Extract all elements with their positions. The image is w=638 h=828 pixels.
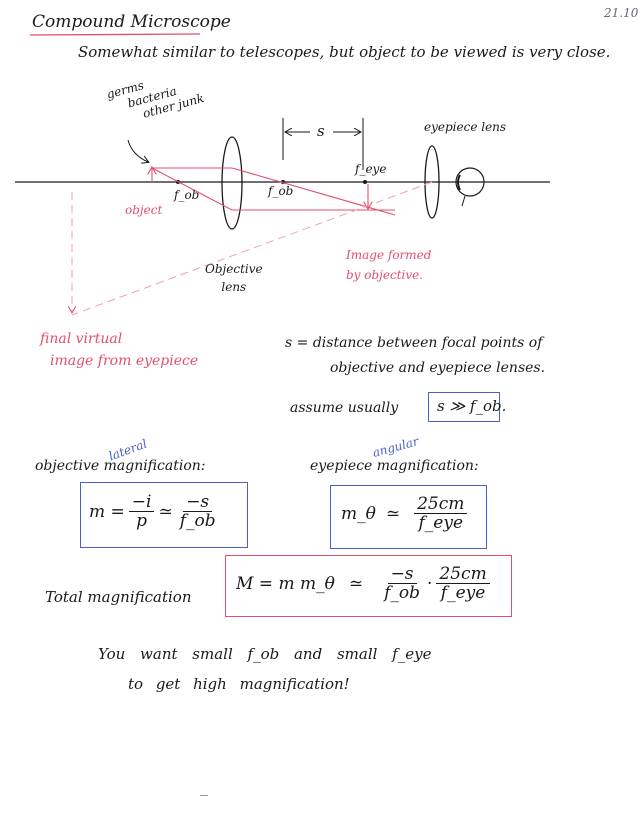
numerator: 25cm [414, 495, 468, 514]
date: 21.10 [604, 6, 638, 20]
denominator: p [136, 511, 148, 531]
specimen-arrow [127, 139, 148, 162]
page-title: Compound Microscope [32, 12, 231, 32]
approx-sign: ≃ [385, 503, 401, 524]
title-underline [29, 33, 201, 36]
numerator: −s [183, 493, 213, 512]
denominator: f_eye [440, 583, 486, 603]
assumption-box: s ≫ f_ob. [428, 392, 506, 422]
total-mag-heading: Total magnification [45, 588, 192, 606]
approx-sign: ≃ [158, 501, 173, 522]
objective-mag-heading: objective magnification: [35, 458, 206, 474]
eq-lhs: m_θ [341, 503, 376, 524]
final-image-label-line: final virtual [40, 331, 123, 347]
objective-lens-label-line: Objective [205, 262, 263, 276]
focal-point-eye [363, 180, 367, 184]
rays [152, 168, 396, 216]
eyepiece-mag-heading: eyepiece magnification: [310, 458, 479, 474]
eq-lhs: M = m m_θ [236, 573, 335, 594]
image-label-line: by objective. [346, 268, 424, 282]
s-label: s [317, 122, 325, 140]
numerator: −i [128, 493, 155, 512]
objective-lens-label-line: lens [221, 280, 247, 294]
objective-lens-label: Objective lens [205, 260, 263, 296]
assume-text: assume usually [290, 400, 399, 416]
image-label: Image formed by objective. [346, 245, 431, 285]
assumption-text: s ≫ f_ob. [437, 397, 507, 415]
final-image-label-line: image from eyepiece [50, 353, 199, 369]
s-definition-line2: objective and eyepiece lenses. [330, 360, 546, 376]
subtitle: Somewhat similar to telescopes, but obje… [78, 43, 611, 61]
dot-operator: · [427, 573, 433, 594]
s-definition-line1: s = distance between focal points of [285, 335, 543, 351]
denominator: f_ob [179, 511, 216, 531]
conclusion-line2: to get high magnification! [128, 675, 350, 693]
denominator: f_ob [384, 583, 421, 603]
s-dimension [282, 118, 364, 170]
fob-left-label: f_ob [174, 188, 200, 202]
eye-icon [455, 167, 485, 207]
objective-lens [221, 136, 243, 230]
virtual-image-construction [72, 181, 433, 316]
feye-label: f_eye [355, 162, 387, 176]
numerator: −s [387, 565, 417, 584]
eyepiece-lens [424, 145, 440, 219]
conclusion-line1: You want small f_ob and small f_eye [98, 645, 432, 663]
denominator: f_eye [418, 513, 464, 533]
fob-right-label: f_ob [268, 184, 294, 198]
scan-mark [200, 795, 208, 796]
object-label: object [125, 203, 163, 217]
numerator: 25cm [436, 565, 490, 584]
image-label-line: Image formed [346, 248, 432, 262]
approx-sign: ≃ [348, 573, 364, 594]
final-image-label: final virtual image from eyepiece [40, 328, 198, 372]
eq-lhs: m = [89, 501, 125, 522]
eyepiece-lens-label: eyepiece lens [424, 120, 507, 134]
